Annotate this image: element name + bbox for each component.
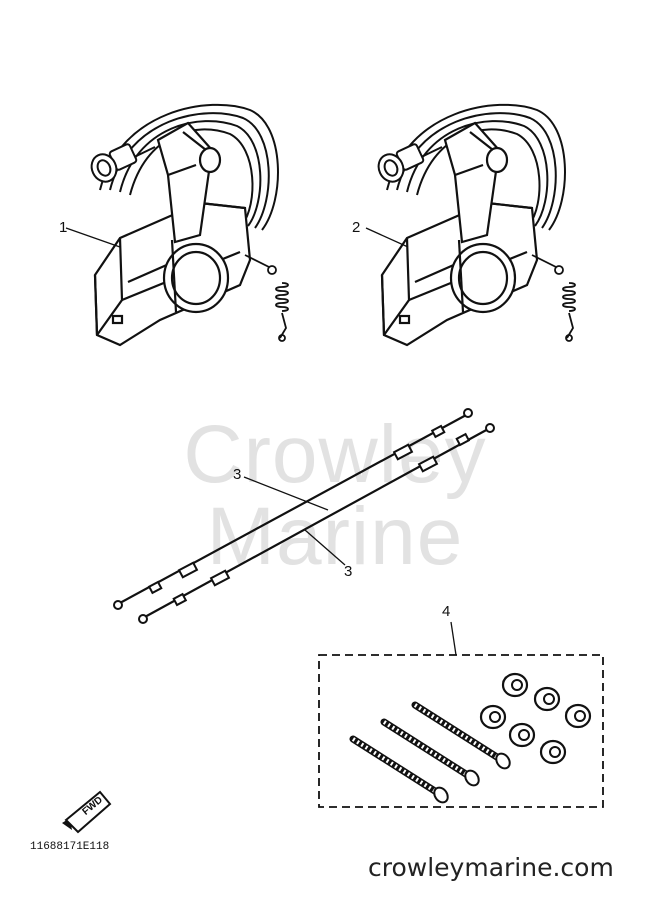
bushing-set (479, 672, 592, 765)
hardware-kit-box (318, 654, 604, 808)
leader-line-part1 (65, 227, 121, 248)
site-url: crowleymarine.com (368, 853, 614, 882)
callout-part3a: 3 (233, 466, 242, 483)
leader-line-part4 (450, 621, 457, 656)
drawing-code: 11688171E118 (30, 841, 110, 853)
remote-control-right (373, 103, 577, 347)
callout-part3b: 3 (344, 563, 353, 580)
control-cables (113, 408, 495, 624)
leader-line-part3b (304, 529, 346, 566)
remote-control-left (86, 103, 290, 347)
leader-line-part3a (243, 476, 329, 511)
callout-part2: 2 (352, 219, 361, 236)
leader-line-part2 (365, 227, 409, 248)
watermark: Crowley Marine (183, 409, 487, 582)
fwd-arrow-icon: FWD (62, 790, 112, 834)
callout-part1: 1 (59, 219, 68, 236)
callout-part4: 4 (442, 603, 451, 620)
